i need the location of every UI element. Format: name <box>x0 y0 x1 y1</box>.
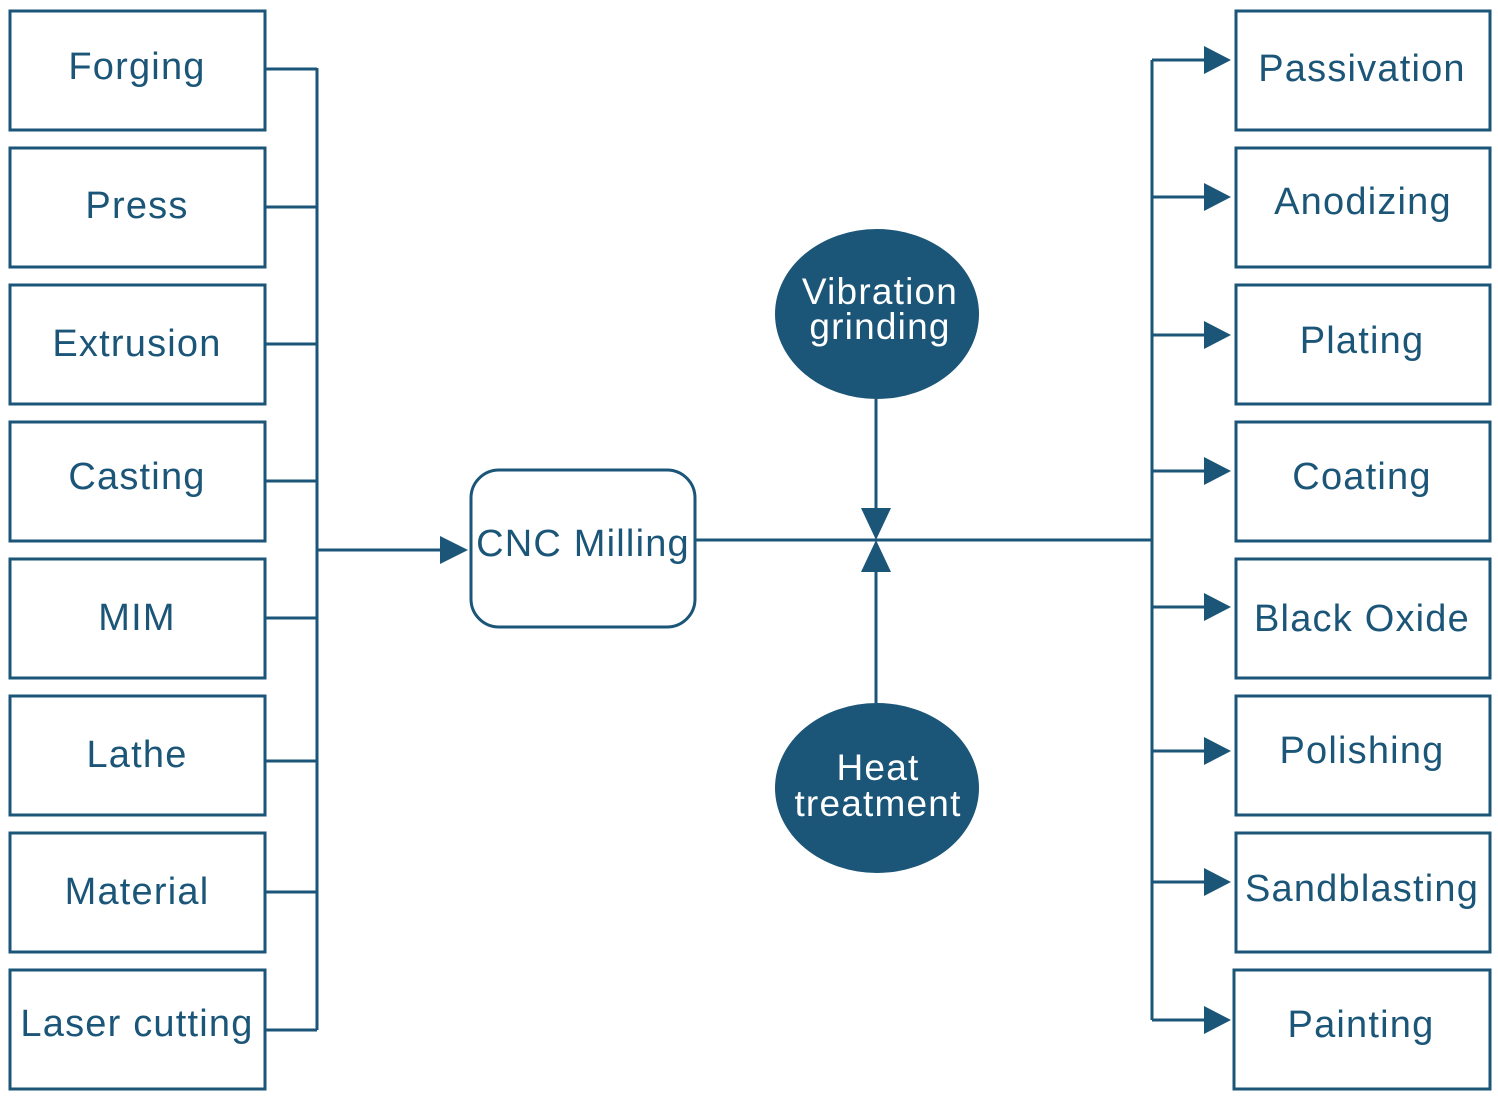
right-branch-arrowhead <box>1204 321 1231 349</box>
right-branch-arrowhead <box>1204 1006 1231 1034</box>
left-branches <box>265 67 317 1032</box>
right-process-label: Plating <box>1300 320 1425 362</box>
right-process-box: Anodizing <box>1234 146 1492 269</box>
left-process-label: Material <box>65 871 210 913</box>
left-process-box: Material <box>8 831 267 954</box>
right-process-box-frame <box>1234 420 1492 543</box>
left-process-box-frame <box>8 831 267 954</box>
left-process-box: Laser cutting <box>8 968 267 1091</box>
right-process-label: Coating <box>1292 456 1431 498</box>
right-process-label: Painting <box>1288 1004 1435 1046</box>
right-process-box: Passivation <box>1234 9 1492 132</box>
right-branches <box>1152 46 1231 1034</box>
right-process-label: Polishing <box>1279 730 1444 772</box>
left-process-boxes: Forging Press Extrusion Casting MIM Lath… <box>8 9 267 1091</box>
right-process-box: Black Oxide <box>1234 557 1492 680</box>
left-process-label: Press <box>85 185 188 227</box>
heat-treatment-label-line-1: Heat <box>837 747 920 788</box>
right-process-box: Polishing <box>1234 694 1492 817</box>
right-branch-arrowhead <box>1204 868 1231 896</box>
right-process-box-frame <box>1234 9 1492 132</box>
left-process-box: MIM <box>8 557 267 680</box>
right-process-box-frame <box>1234 557 1492 680</box>
right-process-box: Sandblasting <box>1234 831 1492 954</box>
right-process-box: Plating <box>1234 283 1492 406</box>
left-process-box-frame <box>8 283 267 406</box>
heat-treatment-ellipse <box>775 703 979 873</box>
right-process-label: Passivation <box>1258 48 1466 90</box>
left-process-box: Press <box>8 146 267 269</box>
left-process-box-frame <box>8 420 267 543</box>
left-process-label: Lathe <box>86 734 187 776</box>
left-process-box: Extrusion <box>8 283 267 406</box>
left-process-label: Casting <box>68 456 205 498</box>
heat-to-main-arrowhead <box>861 540 891 572</box>
vibration-to-main-arrowhead <box>861 508 891 540</box>
right-process-label: Anodizing <box>1274 181 1452 223</box>
right-process-box-frame <box>1234 146 1492 269</box>
right-process-box-frame <box>1234 831 1492 954</box>
left-process-label: Extrusion <box>52 323 221 365</box>
left-process-box-frame <box>8 694 267 817</box>
right-process-box-frame <box>1234 694 1492 817</box>
right-branch-arrowhead <box>1204 46 1231 74</box>
right-process-box: Painting <box>1232 968 1492 1091</box>
cnc-milling-node-frame <box>469 468 697 629</box>
left-process-label: MIM <box>98 597 175 639</box>
right-process-box-frame <box>1234 283 1492 406</box>
right-branch-arrowhead <box>1204 183 1231 211</box>
left-process-box-frame <box>8 557 267 680</box>
heat-treatment-label-line-2: treatment <box>794 783 961 824</box>
left-process-box-frame <box>8 968 267 1091</box>
right-process-box-frame <box>1232 968 1492 1091</box>
heat-treatment-node: Heat treatment <box>775 703 979 873</box>
vibration-grinding-label-line-2: grinding <box>809 306 950 347</box>
vibration-grinding-node: Vibration grinding <box>775 229 979 399</box>
vibration-grinding-ellipse <box>775 229 979 399</box>
left-to-cnc-arrowhead <box>440 536 468 564</box>
left-process-box: Lathe <box>8 694 267 817</box>
cnc-milling-node: CNC Milling <box>469 468 697 629</box>
left-process-box-frame <box>8 146 267 269</box>
right-process-boxes: Passivation Anodizing Plating Coating Bl… <box>1232 9 1492 1091</box>
right-process-label: Sandblasting <box>1245 868 1479 910</box>
right-branch-arrowhead <box>1204 593 1231 621</box>
right-branch-arrowhead <box>1204 457 1231 485</box>
right-process-label: Black Oxide <box>1254 598 1470 640</box>
left-process-label: Forging <box>68 46 205 88</box>
cnc-milling-label: CNC Milling <box>476 523 690 565</box>
vibration-grinding-label-line-1: Vibration <box>802 271 958 312</box>
right-process-box: Coating <box>1234 420 1492 543</box>
left-process-label: Laser cutting <box>20 1003 253 1045</box>
right-branch-arrowhead <box>1204 737 1231 765</box>
left-process-box: Forging <box>8 9 267 132</box>
left-process-box-frame <box>8 9 267 132</box>
left-process-box: Casting <box>8 420 267 543</box>
